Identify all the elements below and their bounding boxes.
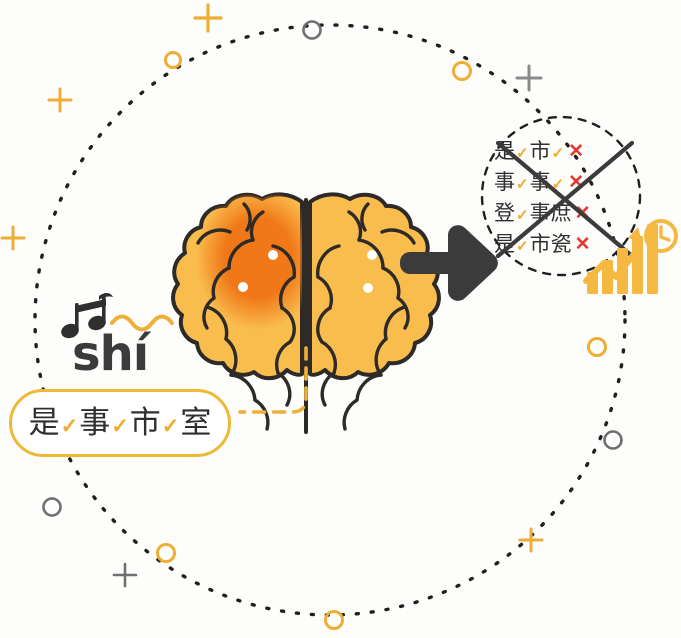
strikeout-x-icon bbox=[495, 140, 635, 259]
pill-char: 是 bbox=[28, 404, 60, 441]
brain-left-hemisphere bbox=[171, 192, 304, 431]
brain-node bbox=[363, 283, 373, 293]
plus-mark bbox=[515, 64, 543, 92]
error-char: 市瓷 bbox=[529, 232, 572, 256]
check-icon: ✓ bbox=[516, 145, 529, 162]
ring-mark bbox=[164, 51, 182, 69]
correct-answer-pill[interactable] bbox=[9, 389, 231, 457]
clock-icon bbox=[644, 219, 678, 253]
error-char: 事 bbox=[494, 170, 515, 194]
dashed-orbit-path bbox=[33, 23, 627, 617]
check-icon: ✓ bbox=[60, 414, 79, 438]
error-row: 是 ✓ 市 ✓ ✕ bbox=[494, 136, 622, 167]
check-icon: ✓ bbox=[551, 145, 565, 162]
ring-mark bbox=[42, 497, 62, 517]
error-card-dashed-ring bbox=[480, 115, 642, 277]
arrow-right-icon bbox=[400, 225, 498, 301]
error-char: 市 bbox=[529, 139, 551, 163]
pinyin-word: shí bbox=[72, 326, 149, 382]
check-icon: ✓ bbox=[516, 238, 529, 255]
sound-wave-icon bbox=[110, 314, 174, 332]
brain-node bbox=[268, 250, 278, 260]
check-icon: ✓ bbox=[516, 176, 529, 193]
ring-mark bbox=[156, 543, 176, 563]
brain-right-hemisphere bbox=[308, 192, 441, 431]
check-icon: ✓ bbox=[516, 207, 529, 224]
music-note-icon bbox=[61, 293, 113, 339]
plus-mark bbox=[0, 225, 26, 251]
ring-mark bbox=[603, 430, 623, 450]
plus-mark bbox=[518, 527, 544, 553]
growth-bar-chart-icon bbox=[583, 224, 658, 294]
plus-mark bbox=[112, 562, 138, 588]
pill-char: 市 bbox=[129, 404, 161, 441]
check-icon: ✓ bbox=[161, 414, 180, 438]
plus-mark bbox=[193, 3, 223, 33]
error-char: 是 bbox=[494, 232, 515, 256]
error-row: 是 ✓ 市瓷 ✕ bbox=[494, 229, 622, 260]
plus-mark bbox=[47, 87, 73, 113]
brain-node bbox=[238, 282, 248, 292]
pill-char: 室 bbox=[180, 404, 212, 441]
brain-node bbox=[367, 250, 377, 260]
error-char: 登 bbox=[494, 201, 515, 225]
ring-mark bbox=[587, 337, 607, 357]
cross-icon: ✕ bbox=[574, 234, 591, 255]
ring-mark bbox=[324, 610, 344, 630]
ring-mark bbox=[452, 61, 472, 81]
brain-to-answer-connector bbox=[238, 346, 308, 414]
cross-icon: ✕ bbox=[568, 141, 585, 162]
pill-char: 事 bbox=[79, 404, 111, 441]
ring-mark bbox=[302, 20, 322, 40]
correct-answer-pill-content: 是 ✓ 事 ✓ 市 ✓ 室 bbox=[9, 389, 231, 457]
check-icon: ✓ bbox=[111, 414, 129, 438]
